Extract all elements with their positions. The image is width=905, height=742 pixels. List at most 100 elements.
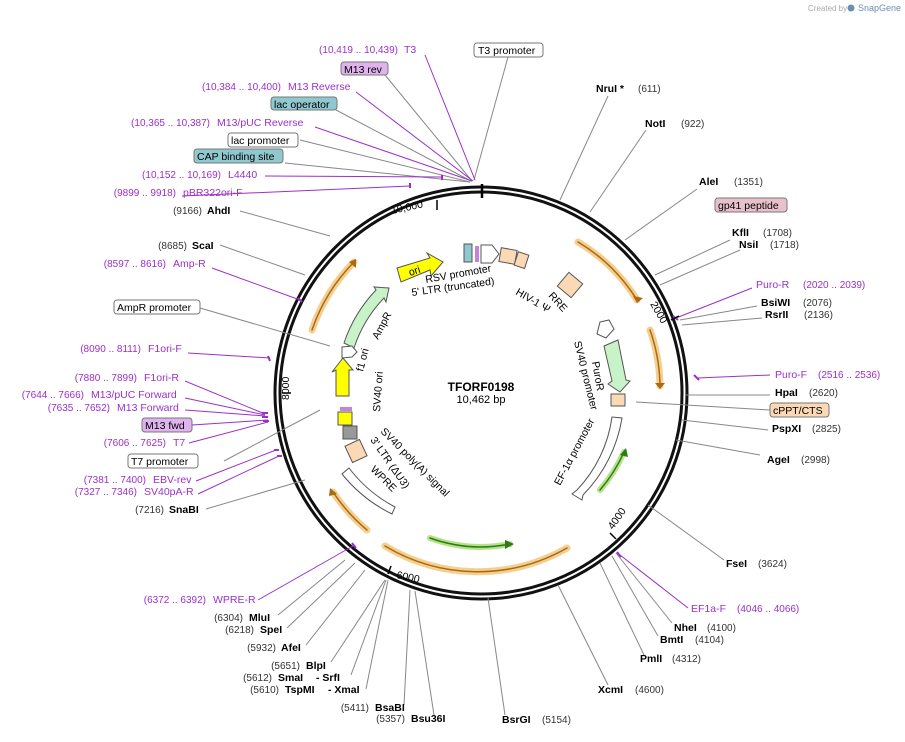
site-spei[interactable]: SpeI [260,624,282,636]
svg-text:(611): (611) [638,84,661,95]
primer-m13puc-reverse[interactable]: M13/pUC Reverse [217,117,304,129]
site-xmai[interactable]: - XmaI [328,684,360,696]
primer-puro-f[interactable]: Puro-F [775,369,807,381]
primer-leader-lines [181,54,771,609]
svg-text:(6218): (6218) [225,625,254,636]
site-fsei[interactable]: FseI [726,558,747,570]
site-bmti[interactable]: BmtI [660,634,683,646]
ampr-arrow [343,286,390,349]
svg-text:(1718): (1718) [770,240,799,251]
primer-puro-f-range: (2516 .. 2536) [818,370,880,381]
primer-m13puc-forward[interactable]: M13/pUC Forward [91,389,177,401]
sv40-promoter-arrow [596,319,615,339]
primer-amp-r-range: (8597 .. 8616) [104,259,166,270]
site-bsabi[interactable]: BsaBI [375,702,405,714]
sv40-ori-block [337,411,353,426]
svg-text:(4312): (4312) [672,654,701,665]
feature-shapes [331,243,631,515]
site-kfli[interactable]: KflI [732,227,749,239]
site-pmli[interactable]: PmlI [640,653,662,665]
puror-label: PuroR [589,360,606,392]
site-bsiwi[interactable]: BsiWI [761,297,790,309]
svg-text:(7216): (7216) [135,505,164,516]
primer-t3[interactable]: T3 [404,44,416,56]
primer-ticks [262,175,700,558]
site-agei[interactable]: AgeI [767,454,790,466]
site-xcmi[interactable]: XcmI [598,684,623,696]
sites-left: (9166) AhdI (8685) ScaI (7216) SnaBI (63… [135,205,445,725]
svg-text:(2825): (2825) [812,424,841,435]
site-hpai[interactable]: HpaI [775,387,798,399]
site-mlui[interactable]: MluI [249,612,270,624]
primer-f1ori-f-range: (8090 .. 8111) [80,344,141,355]
primer-puro-r[interactable]: Puro-R [756,279,790,291]
primer-wpre-r-range: (6372 .. 6392) [144,595,206,606]
primer-sv40pa-r[interactable]: SV40pA-R [144,486,194,498]
site-srfi[interactable]: - SrfI [316,672,340,684]
site-nrui[interactable]: NruI * [596,83,625,95]
feature-cap-binding-site[interactable]: CAP binding site [197,151,275,163]
feature-lac-operator[interactable]: lac operator [274,99,330,111]
sv40-ori-label: SV40 ori [371,371,386,412]
feature-t7-promoter[interactable]: T7 promoter [131,456,189,468]
primer-pbr322ori-f[interactable]: pBR322ori-F [183,187,243,199]
primer-ef1a-f[interactable]: EF1a-F [691,603,726,615]
primer-m13-reverse[interactable]: M13 Reverse [288,81,351,93]
site-bsrgi[interactable]: BsrGI [502,714,531,726]
site-noti[interactable]: NotI [645,118,665,130]
feature-lac-promoter[interactable]: lac promoter [231,135,290,147]
primer-amp-r[interactable]: Amp-R [173,258,206,270]
ampr-promoter-arrow [341,345,358,359]
primer-f1ori-f[interactable]: F1ori-F [148,343,182,355]
site-afei[interactable]: AfeI [281,642,301,654]
svg-text:(4104): (4104) [695,635,724,646]
site-alei[interactable]: AleI [699,176,718,188]
feature-t3-promoter[interactable]: T3 promoter [478,45,536,57]
feature-m13-fwd[interactable]: M13 fwd [145,420,185,432]
site-bsu36i[interactable]: Bsu36I [411,713,446,725]
svg-text:(5932): (5932) [247,643,276,654]
site-pspxi[interactable]: PspXI [772,423,801,435]
primer-f1ori-r[interactable]: F1ori-R [144,372,179,384]
ampr-label: AmpR [370,310,394,342]
site-scai[interactable]: ScaI [192,240,214,252]
site-ahdi[interactable]: AhdI [207,205,230,217]
primer-m13-forward[interactable]: M13 Forward [117,402,179,414]
plasmid-name: TFORF0198 [448,380,515,394]
primer-m13puc-forward-range: (7644 .. 7666) [22,390,84,401]
primer-t7[interactable]: T7 [173,437,185,449]
rre-block [556,271,584,299]
leader-lines [199,56,771,716]
svg-text:(2620): (2620) [809,388,838,399]
feature-cppt-cts[interactable]: cPPT/CTS [773,405,823,417]
feature-m13-rev[interactable]: M13 rev [344,64,383,76]
site-rsrii[interactable]: RsrII [765,309,788,321]
psi-block [513,251,530,270]
site-tspmi[interactable]: TspMI [285,684,315,696]
sites-right: NruI * (611) NotI (922) AleI (1351) KflI… [502,83,841,726]
plasmid-length: 10,462 bp [457,394,506,406]
site-snabi[interactable]: SnaBI [169,504,199,516]
credit-prefix: Created by [808,4,847,13]
svg-text:(3624): (3624) [758,559,787,570]
feature-ampr-promoter[interactable]: AmpR promoter [117,302,192,314]
f1-ori-label: f1 ori [354,347,371,373]
primer-m13puc-reverse-range: (10,365 .. 10,387) [131,118,210,129]
site-blpi[interactable]: BlpI [306,660,326,672]
lac-operator-block [463,243,473,263]
primer-pbr322ori-f-range: (9899 .. 9918) [114,188,176,199]
site-smai[interactable]: SmaI [278,672,303,684]
site-nhei[interactable]: NheI [674,622,697,634]
primer-puro-r-range: (2020 .. 2039) [803,280,865,291]
primer-ebv-rev[interactable]: EBV-rev [153,474,192,486]
site-nsii[interactable]: NsiI [739,239,758,251]
primer-t7-range: (7606 .. 7625) [104,438,166,449]
primer-l4440[interactable]: L4440 [228,169,257,181]
svg-text:(6304): (6304) [214,613,243,624]
puror-arrow [603,339,631,393]
feature-gp41-peptide[interactable]: gp41 peptide [718,200,779,212]
primer-wpre-r[interactable]: WPRE-R [213,594,256,606]
tick-label-10000: 10,000 [390,198,424,216]
